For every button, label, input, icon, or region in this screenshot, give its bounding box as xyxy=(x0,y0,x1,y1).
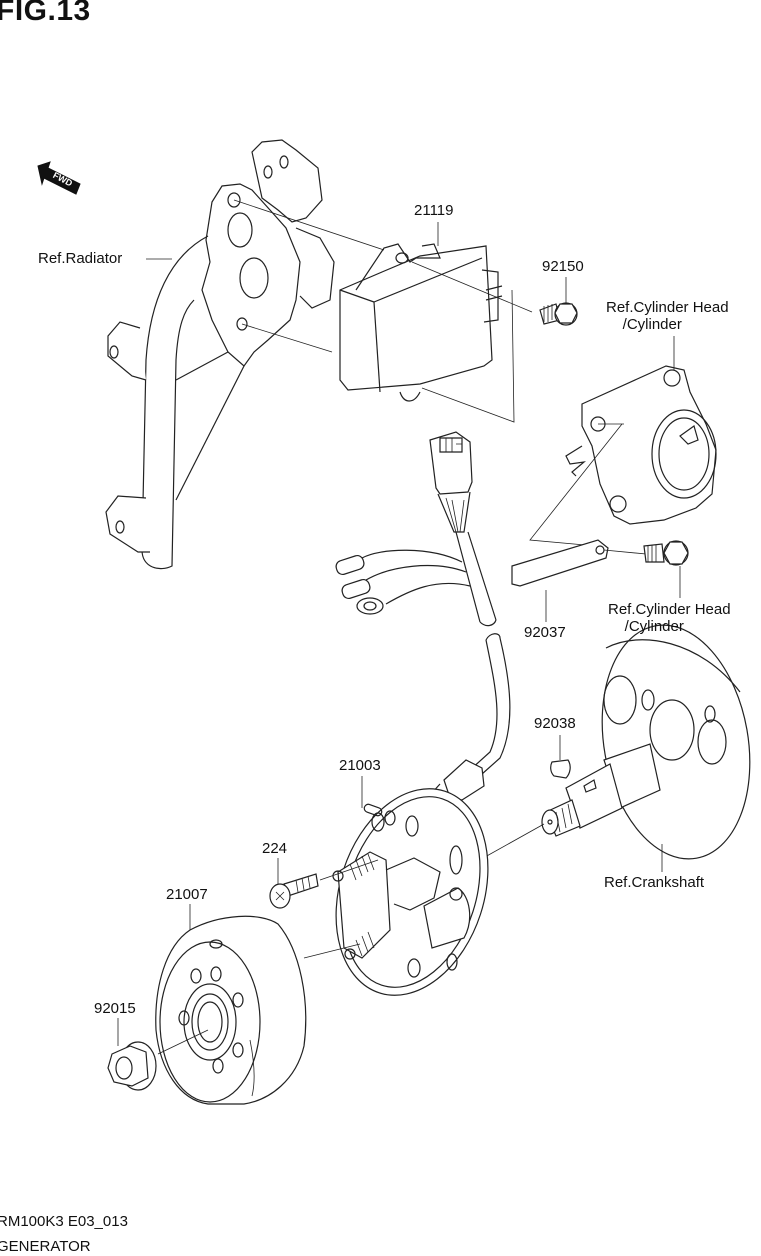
callout-ref-cylinder-head-top: Ref.Cylinder Head /Cylinder xyxy=(606,299,729,333)
key-92038-drawing xyxy=(551,760,570,778)
callout-92015: 92015 xyxy=(94,1000,136,1017)
callout-21119: 21119 xyxy=(414,202,454,219)
figure-title: FIG.13 xyxy=(0,0,91,27)
crankshaft-drawing xyxy=(476,613,761,870)
callout-21007: 21007 xyxy=(166,886,208,903)
screw-224-drawing xyxy=(270,860,378,908)
leader-lines xyxy=(118,222,680,1046)
callout-ref-cylinder-head-bottom: Ref.Cylinder Head /Cylinder xyxy=(608,601,731,635)
callout-224: 224 xyxy=(262,840,288,857)
callout-ref-radiator: Ref.Radiator xyxy=(38,250,123,267)
nut-92015-drawing xyxy=(108,1030,208,1090)
section-name: GENERATOR xyxy=(0,1238,91,1255)
radiator-bracket-drawing xyxy=(106,140,384,569)
bolt-92150-drawing xyxy=(540,303,577,325)
callout-ref-crankshaft: Ref.Crankshaft xyxy=(604,874,705,891)
rotor-drawing xyxy=(156,916,360,1104)
clamp-92037-drawing xyxy=(512,540,688,586)
wire-harness-drawing xyxy=(335,432,510,812)
cylinder-head-drawing xyxy=(530,366,716,546)
model-code: RM100K3 E03_013 xyxy=(0,1213,128,1230)
callout-92150: 92150 xyxy=(542,258,584,275)
callout-92037: 92037 xyxy=(524,624,566,641)
stator-drawing xyxy=(311,769,513,1015)
callout-92038: 92038 xyxy=(534,715,576,732)
cdi-unit-drawing xyxy=(340,244,532,422)
callout-21003: 21003 xyxy=(339,757,381,774)
forward-direction-arrow-icon: FWD xyxy=(36,160,84,205)
